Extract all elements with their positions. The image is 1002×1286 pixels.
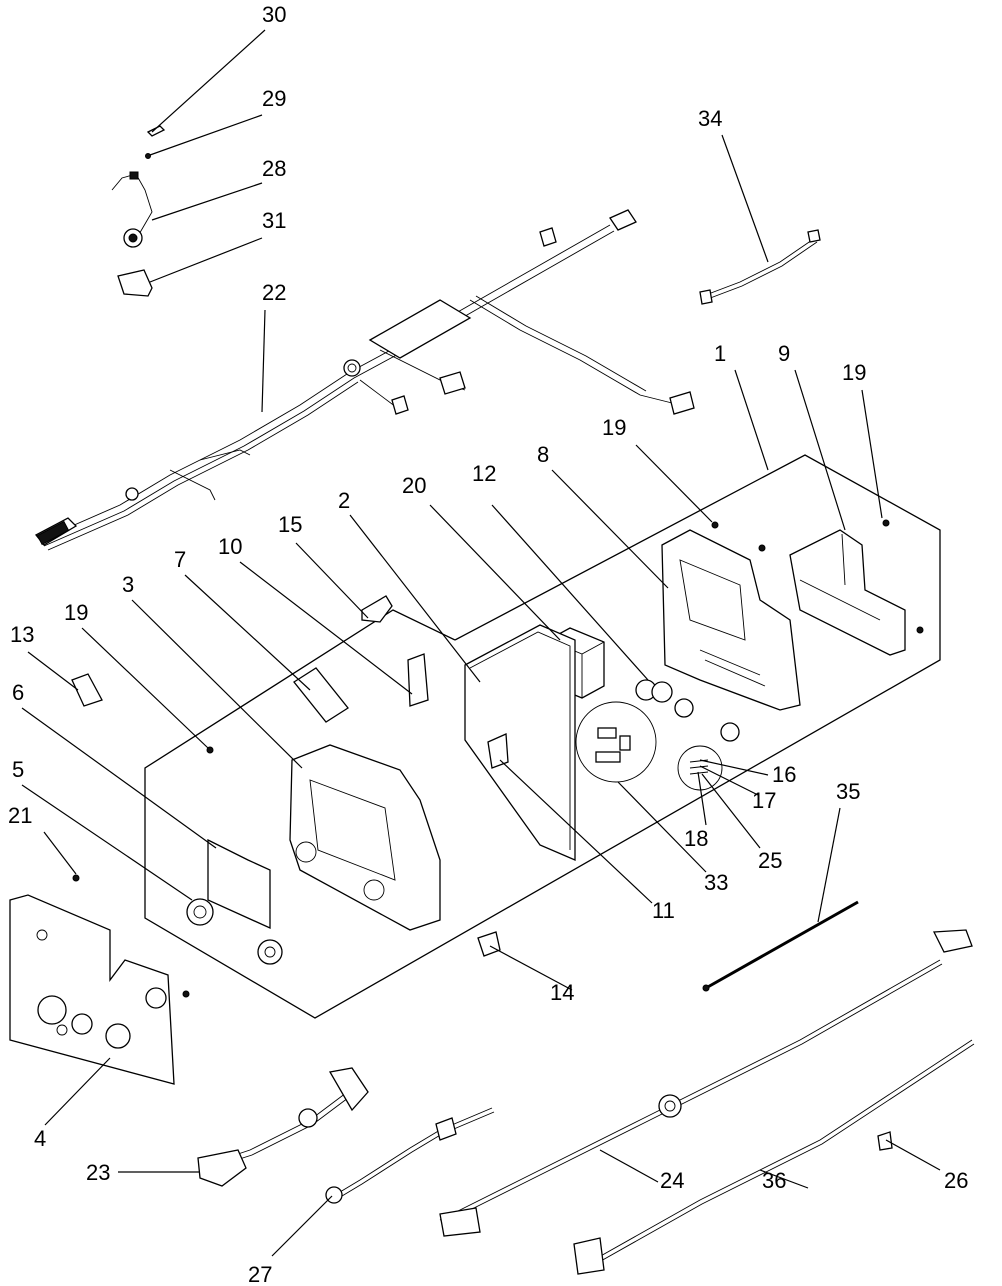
assembly-frame <box>144 454 941 1019</box>
sensor-parts <box>111 125 166 297</box>
callout-7: 7 <box>174 547 186 572</box>
cable-tie-35 <box>702 900 859 992</box>
callout-19-right: 19 <box>842 360 866 385</box>
small-brackets <box>71 595 509 957</box>
callout-6: 6 <box>12 680 24 705</box>
callout-2: 2 <box>338 488 350 513</box>
callout-15: 15 <box>278 512 302 537</box>
callout-35: 35 <box>836 779 860 804</box>
knobs-and-panel <box>186 838 283 965</box>
callout-17: 17 <box>752 788 776 813</box>
screws <box>72 519 924 998</box>
circuit-board-2 <box>464 624 576 861</box>
callout-18: 18 <box>684 826 708 851</box>
callout-8: 8 <box>537 442 549 467</box>
callout-3: 3 <box>122 572 134 597</box>
callout-29: 29 <box>262 86 286 111</box>
callout-16: 16 <box>772 762 796 787</box>
callout-labels: 30 29 28 31 22 34 1 9 19 19 8 12 20 2 15… <box>8 2 968 1286</box>
callout-27: 27 <box>248 1262 272 1286</box>
callout-19-center: 19 <box>602 415 626 440</box>
wire-harness-22 <box>35 209 695 551</box>
front-panel-4 <box>9 894 175 1085</box>
cable-34 <box>699 229 821 305</box>
callout-21: 21 <box>8 803 32 828</box>
callout-33: 33 <box>704 870 728 895</box>
callout-1: 1 <box>714 341 726 366</box>
main-plate-3 <box>289 744 441 931</box>
leader-lines <box>21 29 941 1257</box>
callout-19-left: 19 <box>64 600 88 625</box>
callout-34: 34 <box>698 106 722 131</box>
callout-22: 22 <box>262 280 286 305</box>
callout-36: 36 <box>762 1168 786 1193</box>
callout-14: 14 <box>550 980 574 1005</box>
callout-24: 24 <box>660 1168 684 1193</box>
callout-12: 12 <box>472 461 496 486</box>
callout-20: 20 <box>402 473 426 498</box>
callout-31: 31 <box>262 208 286 233</box>
callout-25: 25 <box>758 848 782 873</box>
callout-4: 4 <box>34 1126 46 1151</box>
callout-23: 23 <box>86 1160 110 1185</box>
callout-5: 5 <box>12 757 24 782</box>
callout-26: 26 <box>944 1168 968 1193</box>
callout-10: 10 <box>218 534 242 559</box>
callout-30: 30 <box>262 2 286 27</box>
lower-cables <box>197 929 975 1275</box>
bracket-plates-8-9 <box>661 529 906 711</box>
callout-13: 13 <box>10 622 34 647</box>
callout-9: 9 <box>778 341 790 366</box>
callout-28: 28 <box>262 156 286 181</box>
callout-11: 11 <box>652 898 675 923</box>
